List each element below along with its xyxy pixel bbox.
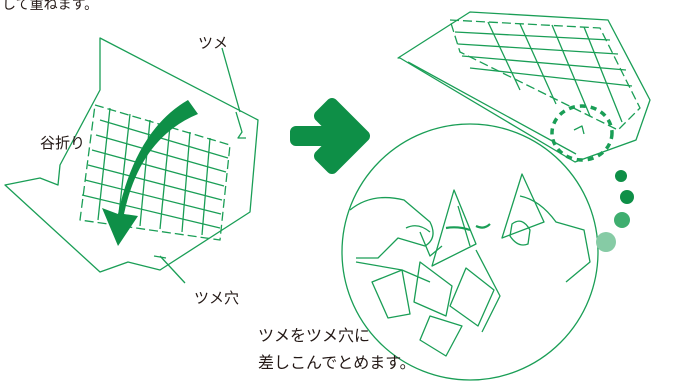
cell-grid-left (79, 104, 231, 241)
curved-arrow-icon (102, 100, 198, 246)
tsume-tab-left (235, 111, 246, 139)
highlight-circle (550, 104, 614, 162)
right-arrow-icon (290, 98, 370, 174)
paper-sheet-left (4, 37, 259, 273)
tsume-hole-label: ツメ穴 (194, 289, 240, 307)
tsume-label: ツメ (198, 34, 229, 52)
zoom-circle (341, 123, 599, 381)
tsume-label-leader (221, 47, 241, 113)
tsume-ana-leader (159, 255, 186, 284)
valley-fold-label: 谷折り (40, 134, 86, 152)
step-text-fragment: して重ねます。 (2, 0, 99, 13)
caption-line-2: 差しこんでとめます。 (258, 353, 416, 372)
paper-sheet-right (397, 11, 651, 163)
caption-line-1: ツメをツメ穴に (258, 326, 371, 345)
caption: ツメをツメ穴に 差しこんでとめます。 (258, 322, 416, 376)
hands-illustration (349, 173, 591, 357)
tsume-ana-slot (153, 255, 167, 259)
cell-grid-right (449, 19, 641, 131)
tsume-tab-right (573, 125, 585, 135)
connector-dots (596, 170, 634, 252)
